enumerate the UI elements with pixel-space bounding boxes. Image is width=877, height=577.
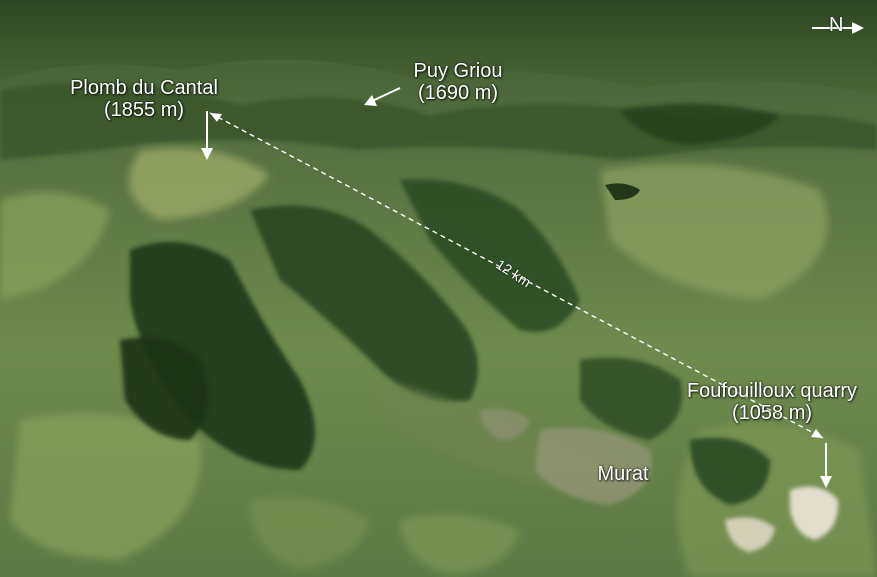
quarry-name-text: Foufouilloux quarry <box>686 380 858 402</box>
label-foufouilloux-quarry: Foufouilloux quarry (1058 m) <box>660 380 877 424</box>
north-letter: N <box>829 14 844 36</box>
plomb-elevation-text: (1855 m) <box>103 99 185 121</box>
quarry-pointer-arrowhead <box>820 476 832 488</box>
griou-elevation-text: (1690 m) <box>417 82 499 104</box>
griou-name-text: Puy Griou <box>413 60 503 82</box>
north-arrow-icon: N <box>810 12 865 42</box>
plomb-pointer-arrowhead <box>201 148 213 160</box>
griou-pointer-line <box>371 87 401 102</box>
scale-arrowhead-east <box>811 429 823 438</box>
label-puy-griou: Puy Griou (1690 m) <box>395 60 521 104</box>
scale-distance-line <box>209 112 824 439</box>
label-plomb-du-cantal: Plomb du Cantal (1855 m) <box>46 77 242 121</box>
label-murat: Murat <box>588 463 658 485</box>
north-arrow-graphic <box>812 22 864 34</box>
scale-arrowhead-west <box>210 113 222 122</box>
quarry-elevation-text: (1058 m) <box>731 402 813 424</box>
plomb-name-text: Plomb du Cantal <box>70 77 218 99</box>
griou-pointer-arrowhead <box>364 95 377 106</box>
murat-text: Murat <box>597 463 649 485</box>
